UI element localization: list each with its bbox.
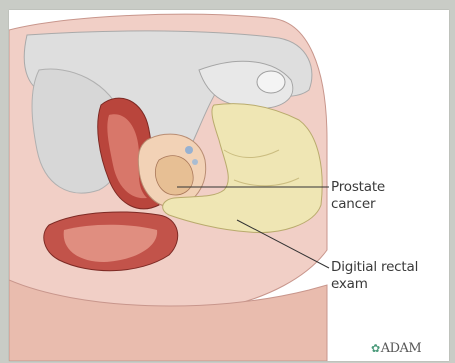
prostate-label-line2: cancer bbox=[331, 196, 385, 213]
pubic-bone-section bbox=[257, 71, 285, 93]
rectal-exam-label: Digitial rectal exam bbox=[331, 259, 418, 293]
cancer-spot bbox=[185, 146, 193, 154]
prostate-label-line1: Prostate bbox=[331, 179, 385, 196]
adam-logo-text: ADAM bbox=[381, 341, 422, 356]
exam-label-line1: Digitial rectal bbox=[331, 259, 418, 276]
prostate-cancer-label: Prostate cancer bbox=[331, 179, 385, 213]
leaf-icon: ✿ bbox=[371, 342, 380, 355]
diagram-frame: Prostate cancer Digitial rectal exam ✿AD… bbox=[9, 10, 449, 361]
cancer-spot bbox=[192, 159, 198, 165]
adam-logo: ✿ADAM bbox=[371, 341, 421, 356]
prostate-tumor bbox=[155, 156, 193, 195]
exam-label-line2: exam bbox=[331, 276, 418, 293]
